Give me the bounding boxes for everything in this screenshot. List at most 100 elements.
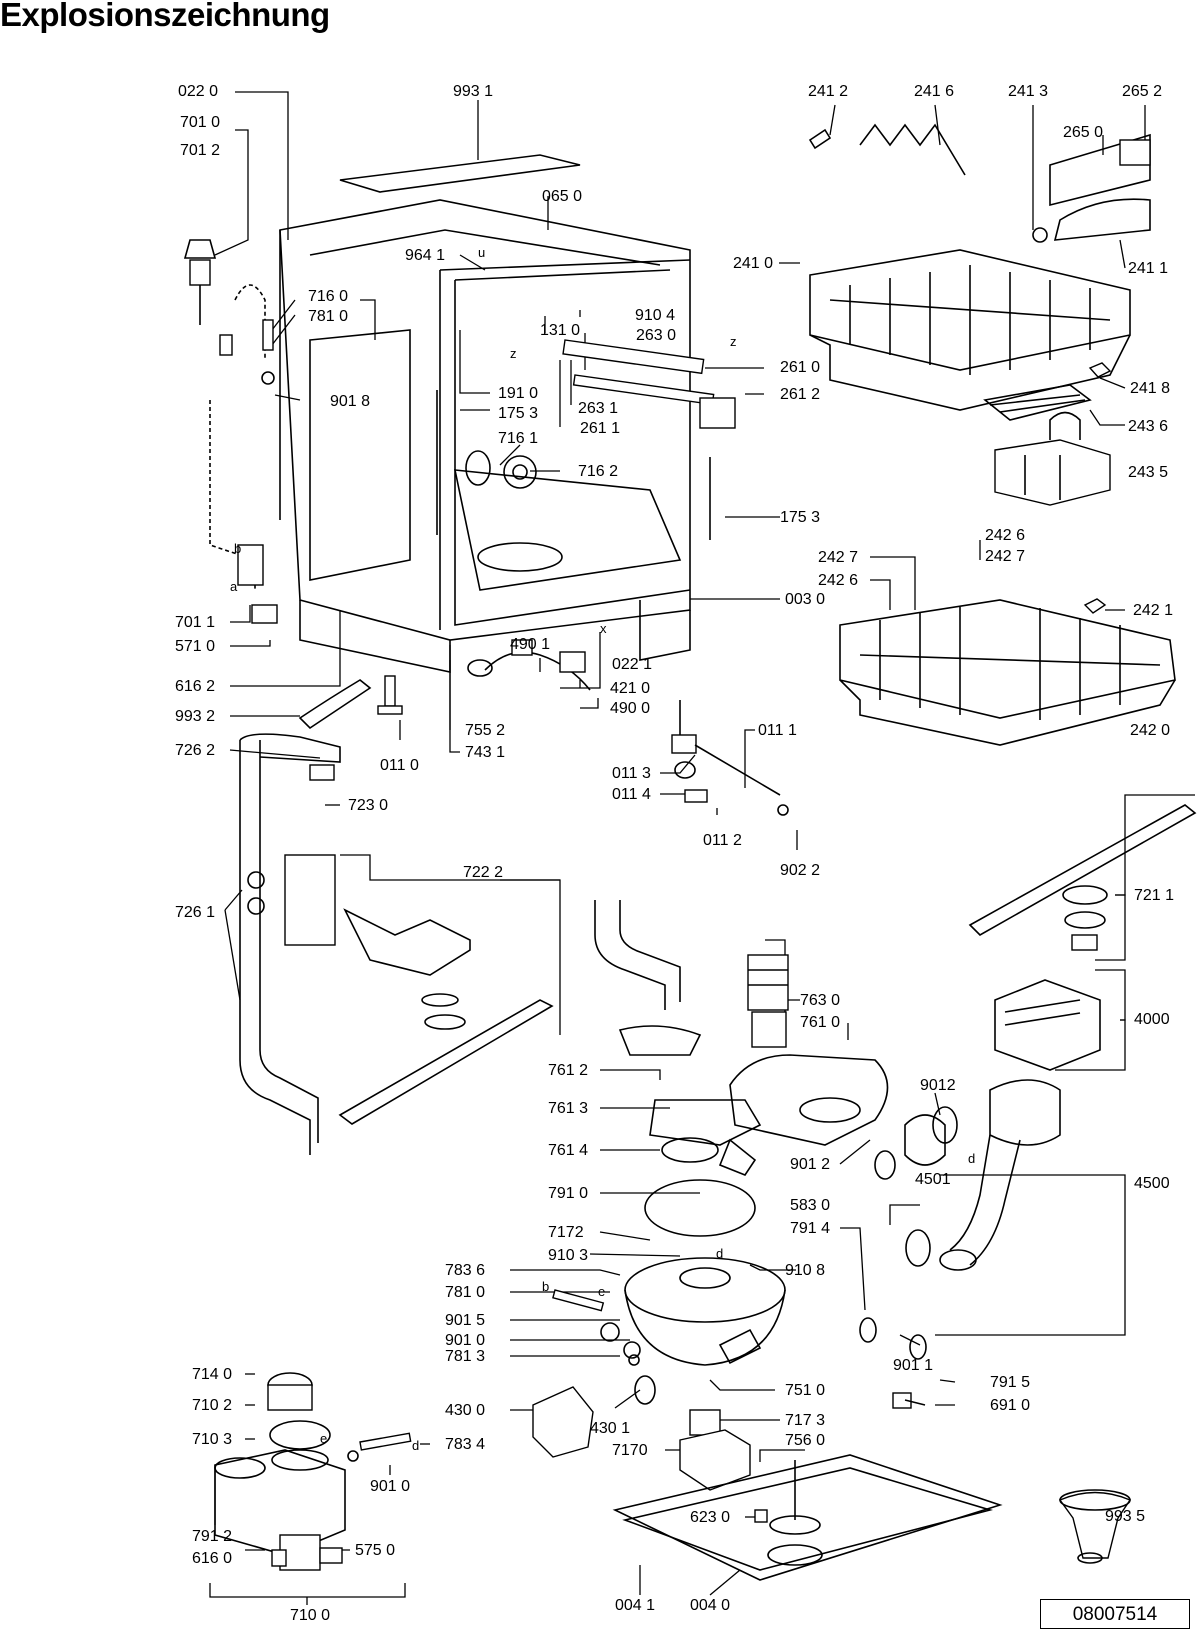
part-label: 726 2 <box>175 742 216 759</box>
marker-letter: z <box>730 334 737 349</box>
part-label: 242 7 <box>985 548 1026 565</box>
part-label: 242 7 <box>818 549 859 566</box>
part-sump <box>624 1257 786 1366</box>
part-sump-cover <box>649 1099 762 1176</box>
part-label: 791 2 <box>192 1528 233 1545</box>
leader-lines <box>209 91 1195 1605</box>
part-label: 701 0 <box>180 114 221 131</box>
part-label: 783 4 <box>445 1436 486 1453</box>
part-label: 242 6 <box>818 572 859 589</box>
document-number: 08007514 <box>1040 1599 1190 1629</box>
part-label: 710 3 <box>192 1431 233 1448</box>
part-label: 175 3 <box>780 509 821 526</box>
part-label: 571 0 <box>175 638 216 655</box>
part-label: 022 1 <box>612 656 653 673</box>
part-label: 4501 <box>915 1171 951 1188</box>
part-hose-rings <box>859 1106 958 1360</box>
part-label: 490 0 <box>610 700 651 717</box>
part-label: 701 1 <box>175 614 216 631</box>
part-label: 781 3 <box>445 1348 486 1365</box>
part-label: 993 5 <box>1105 1508 1146 1525</box>
part-label: 721 1 <box>1134 887 1175 904</box>
part-label: 003 0 <box>785 591 826 608</box>
part-drain-pump <box>532 1375 656 1458</box>
marker-letter: d <box>968 1151 976 1166</box>
part-cutlery-basket <box>994 411 1111 506</box>
marker-letter: z <box>510 346 517 361</box>
part-softener <box>214 1372 346 1571</box>
part-label: 901 2 <box>790 1156 831 1173</box>
part-label: 616 2 <box>175 678 216 695</box>
marker-letter: e <box>320 1431 328 1446</box>
part-label: 791 5 <box>990 1374 1031 1391</box>
part-label: 175 3 <box>498 405 539 422</box>
part-water-inlet <box>939 1079 1061 1271</box>
marker-letter: e <box>598 1284 606 1299</box>
part-label: 4500 <box>1134 1175 1170 1192</box>
part-label: 263 0 <box>636 327 677 344</box>
part-label: 763 0 <box>800 992 841 1009</box>
part-label: 714 0 <box>192 1366 233 1383</box>
part-label: 242 1 <box>1133 602 1174 619</box>
part-upper-basket <box>809 249 1131 411</box>
part-water-pipe <box>594 900 681 1010</box>
part-cutlery-tray <box>983 384 1092 421</box>
part-tub-frame <box>279 199 691 673</box>
part-label: 583 0 <box>790 1197 831 1214</box>
part-filter <box>747 954 789 1048</box>
part-circulation-pump <box>679 1409 751 1491</box>
part-label: 710 2 <box>192 1397 233 1414</box>
part-label: 726 1 <box>175 904 216 921</box>
part-label: 710 0 <box>290 1607 331 1624</box>
part-lower-basket <box>839 598 1176 746</box>
part-heater <box>994 979 1101 1071</box>
part-label: 993 2 <box>175 708 216 725</box>
part-label: 901 1 <box>893 1357 934 1374</box>
part-label: 241 1 <box>1128 260 1169 277</box>
part-label: 791 4 <box>790 1220 831 1237</box>
part-label: 716 1 <box>498 430 539 447</box>
part-hose-connector <box>347 1432 412 1462</box>
part-sensor <box>892 1392 926 1409</box>
part-basket-clips <box>808 123 1151 243</box>
part-label: 265 2 <box>1122 83 1163 100</box>
part-label: 263 1 <box>578 400 619 417</box>
part-label: 723 0 <box>348 797 389 814</box>
part-label: 791 0 <box>548 1185 589 1202</box>
part-label: 761 3 <box>548 1100 589 1117</box>
part-label: 261 2 <box>780 386 821 403</box>
part-label: 783 6 <box>445 1262 486 1279</box>
part-funnel <box>1058 1489 1132 1564</box>
part-label: 011 3 <box>612 765 651 782</box>
part-label: 993 1 <box>453 83 494 100</box>
part-label: 761 4 <box>548 1142 589 1159</box>
part-label: 430 0 <box>445 1402 486 1419</box>
part-label: 901 0 <box>370 1478 411 1495</box>
part-label: 717 3 <box>785 1412 826 1429</box>
part-label: 011 4 <box>612 786 651 803</box>
part-label: 241 3 <box>1008 83 1049 100</box>
part-label: 004 0 <box>690 1597 731 1614</box>
part-label: 743 1 <box>465 744 506 761</box>
part-label: 131 0 <box>540 322 581 339</box>
part-sump-seal <box>644 1179 756 1237</box>
marker-letter: d <box>716 1246 724 1261</box>
part-lower-spray-arm <box>968 804 1197 951</box>
part-label: 242 0 <box>1130 722 1171 739</box>
part-label: 623 0 <box>690 1509 731 1526</box>
part-label: 716 0 <box>308 288 349 305</box>
marker-letter: a <box>230 579 238 594</box>
part-label: 265 0 <box>1063 124 1104 141</box>
part-hinge-bracket <box>209 400 278 624</box>
part-base-plate <box>612 1454 1003 1581</box>
part-label: 901 8 <box>330 393 371 410</box>
part-label: 4000 <box>1134 1011 1170 1028</box>
part-label: 011 1 <box>758 722 797 739</box>
part-label: 716 2 <box>578 463 619 480</box>
part-label: 243 5 <box>1128 464 1169 481</box>
part-label: 910 3 <box>548 1247 589 1264</box>
part-label: 902 2 <box>780 862 821 879</box>
part-label: 241 8 <box>1130 380 1171 397</box>
part-label: 755 2 <box>465 722 506 739</box>
page-title: Explosionszeichnung <box>0 0 330 33</box>
